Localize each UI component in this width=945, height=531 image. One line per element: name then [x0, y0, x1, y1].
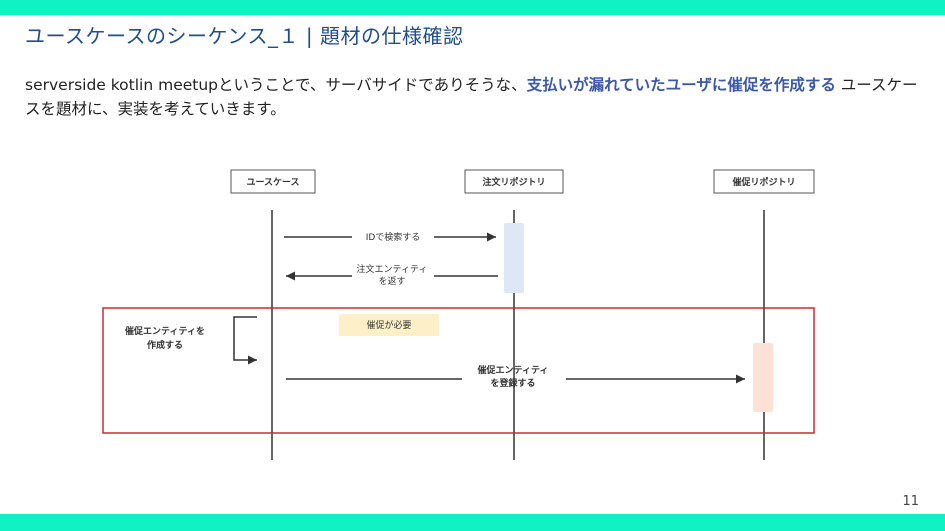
order-repository-activation — [504, 223, 524, 293]
self-message-arrow — [233, 316, 257, 365]
page-number: 11 — [902, 494, 919, 509]
participant-order-repository: 注文リポジトリ — [464, 169, 564, 194]
message-2-label-line1: 注文エンティティ — [357, 263, 428, 275]
self-message-label-line2: 作成する — [147, 339, 183, 351]
message-2-label-line2: を返す — [378, 275, 405, 287]
participant-usecase-label: ユースケース — [246, 177, 299, 188]
self-message-label-line1: 催促エンティティを — [125, 325, 205, 337]
slide-title: ユースケースのシーケンス_１ | 題材の仕様確認 — [25, 24, 464, 48]
highlight-frame — [102, 307, 815, 434]
sequence-diagram: ユースケース 注文リポジトリ 催促リポジトリ IDで検索する 注文エンティティ … — [102, 169, 815, 460]
participant-reminder-repository-label: 催促リポジトリ — [732, 176, 795, 188]
bottom-accent-bar — [0, 514, 945, 531]
participant-reminder-repository: 催促リポジトリ — [713, 169, 815, 194]
body-text-lead: serverside kotlin meetupということで、サーバサイドであり… — [25, 76, 527, 94]
message-3-label-line2: を登録する — [490, 377, 535, 389]
note-box — [339, 314, 439, 336]
message-1-label: IDで検索する — [366, 231, 421, 243]
message-3-label-line1: 催促エンティティ — [478, 364, 549, 376]
top-accent-bar — [0, 0, 945, 15]
reminder-repository-activation — [753, 343, 773, 412]
body-text-highlight: 支払いが漏れていたユーザに催促を作成する — [526, 76, 836, 94]
participant-usecase: ユースケース — [230, 169, 316, 194]
note-label: 催促が必要 — [366, 319, 411, 331]
slide-body: serverside kotlin meetupということで、サーバサイドであり… — [25, 73, 925, 121]
participant-order-repository-label: 注文リポジトリ — [482, 176, 545, 188]
body-text-tail: ユースケースを題材に、実装を考えていきます。 — [25, 76, 918, 118]
